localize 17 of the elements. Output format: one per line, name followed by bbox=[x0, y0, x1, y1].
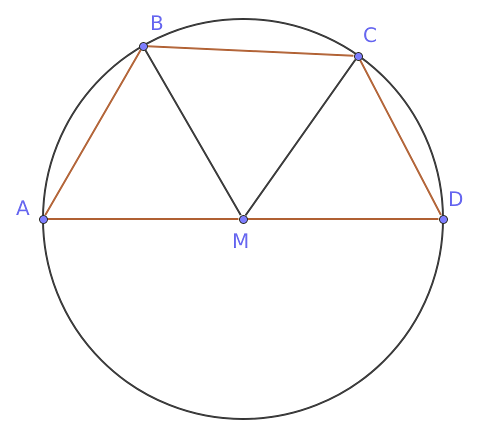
point-dot bbox=[38, 214, 48, 224]
line-segment bbox=[248, 218, 438, 220]
line-segment bbox=[48, 218, 238, 220]
point-dot bbox=[438, 214, 448, 224]
line-segment bbox=[144, 49, 242, 216]
point-label: A bbox=[16, 198, 30, 218]
point-label: B bbox=[150, 13, 164, 33]
line-segment bbox=[147, 45, 354, 57]
point-label: M bbox=[232, 231, 250, 251]
line-segment bbox=[244, 59, 356, 216]
point-label: D bbox=[448, 189, 464, 209]
point-dot bbox=[238, 214, 248, 224]
point-dot bbox=[138, 42, 148, 50]
point-dot bbox=[354, 52, 362, 60]
line-segment bbox=[359, 60, 442, 216]
line-segment bbox=[44, 49, 142, 216]
point-label: C bbox=[363, 25, 377, 45]
